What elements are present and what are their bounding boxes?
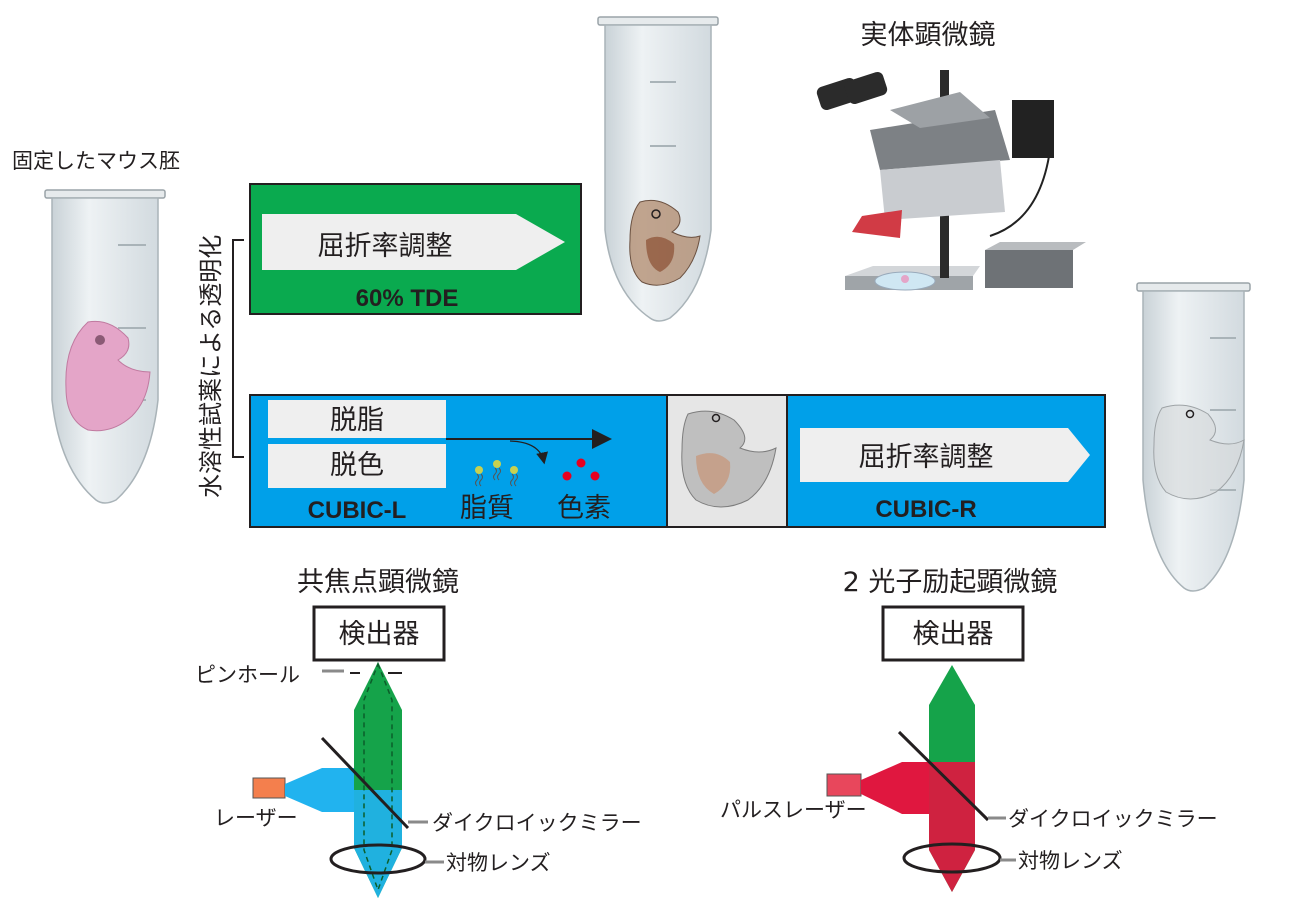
two-photon-title: 2 光子励起顕微鏡 [843, 567, 1058, 598]
cubic-l-label: CUBIC-L [308, 497, 407, 524]
method-bracket [232, 239, 244, 458]
confocal-schematic: 検出器 ピンホール レーザー ダイクロイックミラー 対物レンズ [195, 605, 642, 898]
two-photon-schematic: 検出器 パルスレーザー ダイクロイックミラー 対物レンズ [720, 605, 1218, 892]
two-photon-objective-lens [902, 842, 1002, 874]
pinhole-label: ピンホール [195, 663, 300, 687]
tube-cubic-cleared [1136, 282, 1251, 592]
confocal-laser-icon [252, 777, 286, 799]
decolored-embryo-icon [681, 410, 777, 508]
confocal-title: 共焦点顕微鏡 [297, 567, 459, 598]
pigment-label: 色素 [557, 493, 611, 524]
cubic-arrow-shape [800, 428, 1090, 482]
cubic-r-label: CUBIC-R [875, 496, 976, 523]
tde-protocol-box: 屈折率調整 60% TDE [249, 183, 582, 315]
two-photon-dichroic-mirror [897, 730, 990, 822]
delipid-box [268, 400, 446, 438]
confocal-dichroic-label: ダイクロイックミラー [432, 811, 642, 835]
pigment-molecules-icon [562, 458, 600, 481]
confocal-detector-box [312, 605, 446, 662]
removal-sub-arrow [509, 440, 548, 465]
two-photon-objective-label: 対物レンズ [1018, 849, 1123, 873]
lipid-label: 脂質 [460, 493, 514, 524]
tde-reagent-label: 60% TDE [356, 285, 459, 312]
cubic-protocol-box: 脱脂 脱色 脂質 色素 CUBIC-L 屈折率調整 CUBIC-R [249, 394, 1106, 528]
pulse-laser-icon [826, 773, 862, 797]
tde-cleared-embryo-icon [629, 199, 701, 286]
tube-tde-cleared [597, 16, 719, 322]
lipid-molecules-icon [475, 460, 518, 487]
tde-arrow-label: 屈折率調整 [318, 231, 453, 262]
transparent-embryo-icon [1153, 404, 1245, 500]
confocal-objective-lens [329, 843, 427, 875]
tube-fixed-embryo [44, 189, 166, 504]
stereo-microscope-title: 実体顕微鏡 [861, 20, 996, 51]
confocal-objective-label: 対物レンズ [446, 851, 551, 875]
cubic-arrow-label: 屈折率調整 [859, 442, 994, 473]
confocal-dichroic-mirror [320, 736, 410, 830]
confocal-detector-label: 検出器 [339, 619, 420, 650]
delipid-label: 脱脂 [330, 405, 384, 436]
decolor-box [268, 444, 446, 488]
confocal-laser-label: レーザー [214, 806, 298, 830]
pink-embryo-icon [65, 320, 151, 432]
two-photon-detector-box [881, 605, 1025, 662]
decolor-label: 脱色 [330, 450, 384, 481]
two-photon-dichroic-label: ダイクロイックミラー [1008, 807, 1218, 831]
clearing-method-title: 水溶性試薬による透明化 [197, 235, 225, 498]
two-photon-detector-label: 検出器 [913, 619, 994, 650]
tde-arrow-shape [262, 214, 565, 270]
fixed-embryo-label: 固定したマウス胚 [12, 149, 180, 173]
pulse-laser-label: パルスレーザー [720, 798, 867, 822]
stereo-microscope-icon [816, 70, 1086, 291]
